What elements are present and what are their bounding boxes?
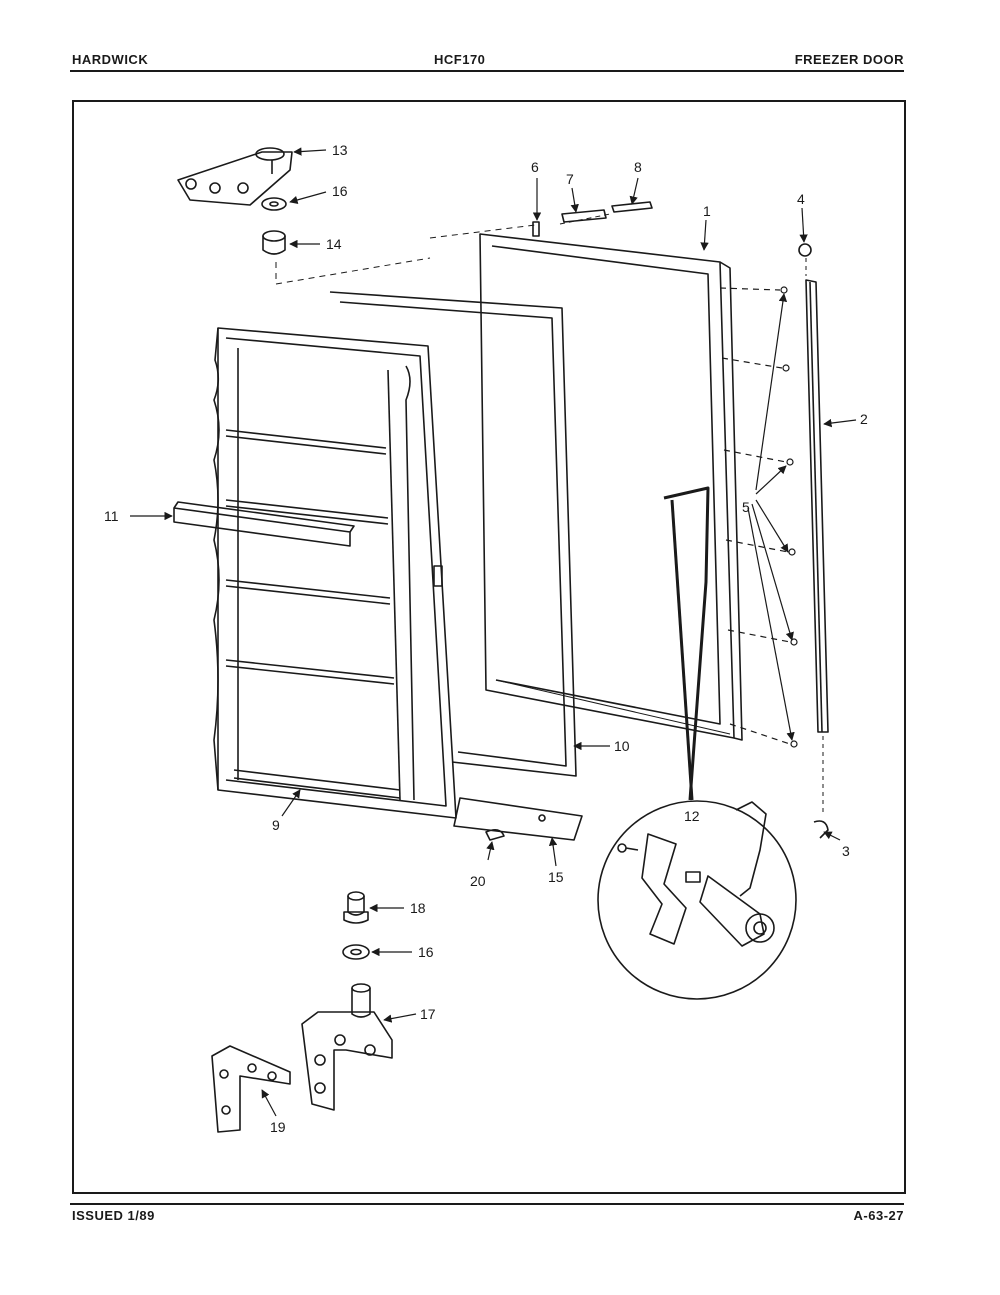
door-panel <box>479 233 743 741</box>
callout-leaders <box>130 147 857 1117</box>
lower-washer <box>342 944 370 960</box>
header-model: HCF170 <box>434 52 486 67</box>
callout-12: 12 <box>684 808 700 824</box>
callout-7: 7 <box>566 171 574 187</box>
callout-15: 15 <box>548 869 564 885</box>
callout-17: 17 <box>420 1006 436 1022</box>
door-gasket <box>329 291 577 777</box>
callout-4: 4 <box>797 191 805 207</box>
bottom-clip <box>485 828 505 841</box>
top-hinge-bracket <box>177 147 293 206</box>
door-liner <box>213 327 457 819</box>
header-rule <box>70 70 904 72</box>
upper-bushing <box>262 230 286 255</box>
callout-20: 20 <box>470 873 486 889</box>
callout-6: 6 <box>531 159 539 175</box>
callout-16-upper: 16 <box>332 183 348 199</box>
callout-14: 14 <box>326 236 342 252</box>
header-section: FREEZER DOOR <box>794 52 904 67</box>
trim-end-cap-bottom <box>813 820 829 839</box>
callout-8: 8 <box>634 159 642 175</box>
bottom-trim <box>453 797 583 841</box>
callout-18: 18 <box>410 900 426 916</box>
top-spacer <box>561 209 607 223</box>
hinge-shim-bracket <box>211 1045 291 1133</box>
callout-5: 5 <box>742 499 750 515</box>
footer-page-code: A-63-27 <box>853 1208 904 1223</box>
callout-16-lower: 16 <box>418 944 434 960</box>
callout-1: 1 <box>703 203 711 219</box>
footer-rule <box>70 1203 904 1205</box>
callout-11: 11 <box>104 508 119 524</box>
handle-trim <box>805 279 829 733</box>
upper-washer <box>261 197 287 211</box>
shelf-bar <box>173 501 355 547</box>
callout-13: 13 <box>332 142 348 158</box>
footer-issued: ISSUED 1/89 <box>72 1208 155 1223</box>
trim-end-cap-top <box>798 243 812 257</box>
callout-19: 19 <box>270 1119 286 1135</box>
callout-9: 9 <box>272 817 280 833</box>
header-brand: HARDWICK <box>72 52 149 67</box>
diagram-frame <box>72 100 906 1194</box>
trim-screws <box>719 286 798 748</box>
bottom-hinge <box>301 983 393 1111</box>
bottom-hinge-pin <box>343 891 369 924</box>
callout-10: 10 <box>614 738 630 754</box>
callout-2: 2 <box>860 411 868 427</box>
lock-assembly-inset <box>597 800 797 1000</box>
callout-3: 3 <box>842 843 850 859</box>
door-stop-pin <box>532 221 540 237</box>
